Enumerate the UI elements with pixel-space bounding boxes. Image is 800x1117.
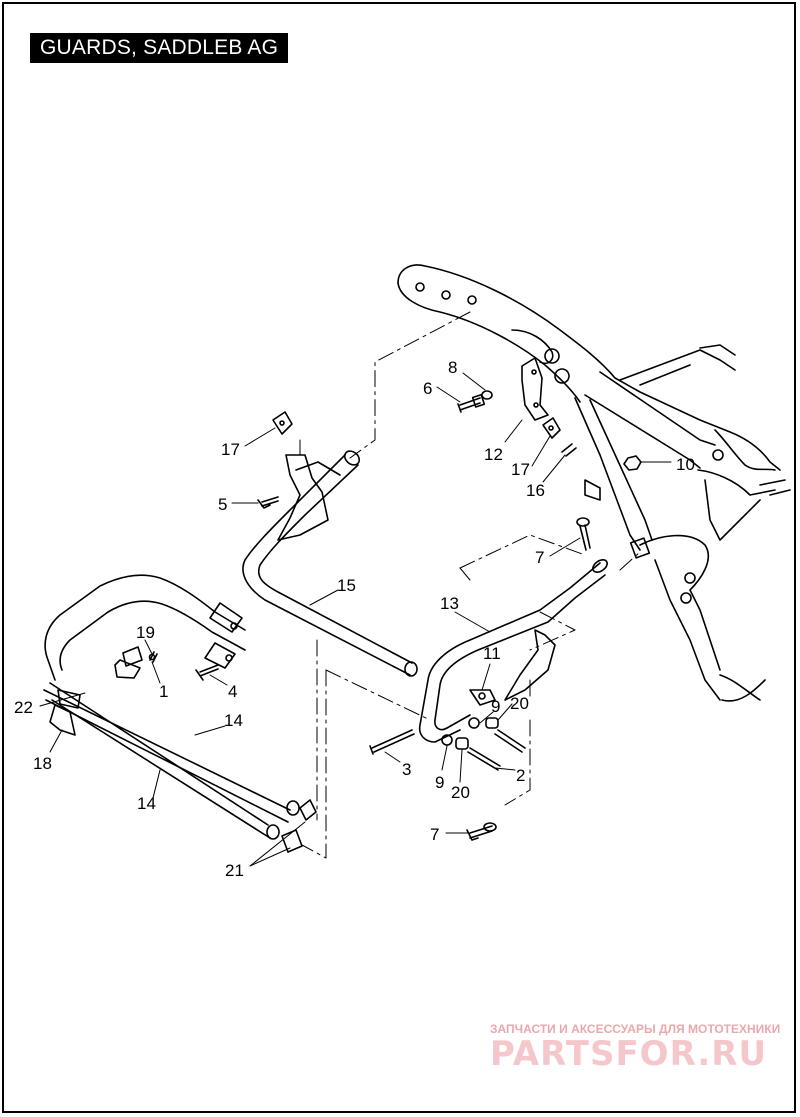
callout-6: 6 <box>423 379 432 398</box>
callout-7-lower: 7 <box>430 825 439 844</box>
rail-13 <box>418 559 608 743</box>
washer-9-upper <box>468 717 480 729</box>
bolt-2-upper <box>494 729 526 753</box>
callout-14-lower: 14 <box>137 794 156 813</box>
bracket-12 <box>521 357 549 421</box>
tube-end-lower <box>266 824 280 840</box>
callout-22: 22 <box>14 698 33 717</box>
guard-assembly-left <box>43 574 317 853</box>
nut-10 <box>623 455 642 471</box>
cap-21-b <box>281 829 303 853</box>
callout-1: 1 <box>159 682 168 701</box>
washer-9-lower <box>441 734 453 746</box>
bolt-6 <box>457 397 481 413</box>
callout-19: 19 <box>136 623 155 642</box>
washer-8 <box>481 390 493 400</box>
callout-11: 11 <box>483 644 501 663</box>
callout-21: 21 <box>225 861 244 880</box>
callout-17-left: 17 <box>221 440 240 459</box>
motorcycle-frame <box>397 264 791 702</box>
pin-16 <box>561 443 577 457</box>
callout-20-lower: 20 <box>451 783 470 802</box>
cap-21-a <box>299 799 317 821</box>
callout-15: 15 <box>337 576 356 595</box>
bolt-7-upper <box>579 524 591 551</box>
callout-14-upper: 14 <box>224 711 243 730</box>
clip-nut-17-left <box>272 411 293 435</box>
callout-5: 5 <box>218 495 227 514</box>
callout-3: 3 <box>402 760 411 779</box>
callout-16: 16 <box>526 481 545 500</box>
callout-12: 12 <box>484 445 503 464</box>
tube-end-upper <box>286 800 300 816</box>
callout-18: 18 <box>33 754 52 773</box>
callout-10: 10 <box>676 455 695 474</box>
bolt-3 <box>369 729 415 755</box>
callout-7-upper: 7 <box>535 548 544 567</box>
spacer-20-upper <box>485 717 499 729</box>
bolt-2-lower <box>467 747 501 771</box>
callout-17-right: 17 <box>511 460 530 479</box>
callout-8: 8 <box>448 358 457 377</box>
watermark-caption: ЗАПЧАСТИ И АКСЕССУАРЫ ДЛЯ МОТОТЕХНИКИ <box>490 1022 781 1036</box>
watermark-logo: PARTSFOR.RU <box>490 1034 768 1074</box>
callout-9-upper: 9 <box>491 697 500 716</box>
bolt-7-lower <box>466 825 493 841</box>
callout-9-lower: 9 <box>435 773 444 792</box>
rail-15 <box>242 450 418 677</box>
callout-4: 4 <box>228 682 237 701</box>
bolt-5 <box>257 496 279 509</box>
callout-20-upper: 20 <box>510 694 529 713</box>
clip-nut-17-right <box>542 417 561 439</box>
page-title: GUARDS, SADDLEB AG <box>30 33 289 63</box>
spacer-20-lower <box>455 737 469 750</box>
callout-2: 2 <box>516 766 525 785</box>
callout-13: 13 <box>440 594 459 613</box>
